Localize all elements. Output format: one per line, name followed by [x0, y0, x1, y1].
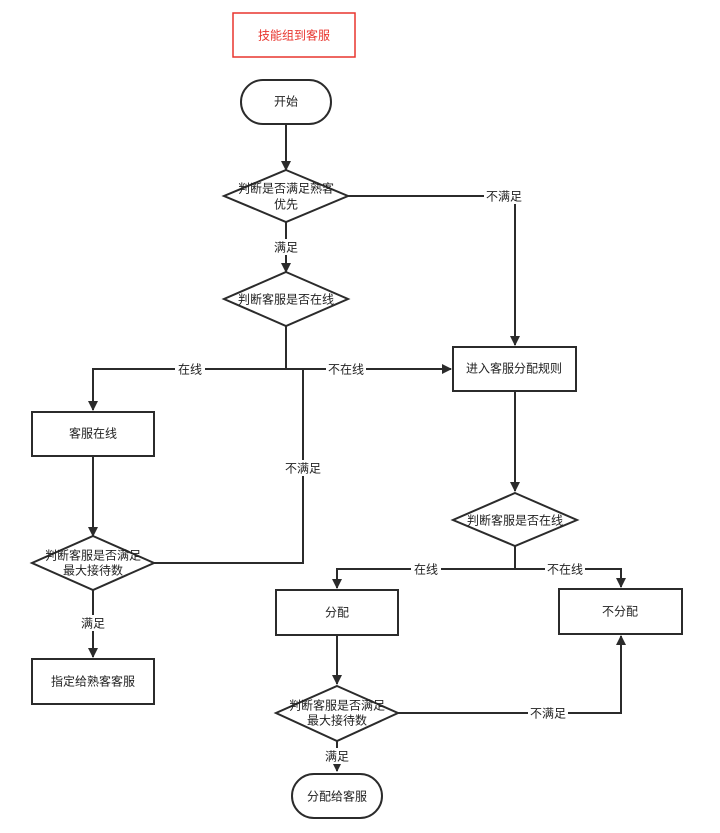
decision-familiar-line1: 判断是否满足熟客 — [238, 181, 334, 196]
decision-max-2: 判断客服是否满足 最大接待数 — [273, 684, 401, 743]
edge-online1-online — [88, 368, 286, 411]
decision-familiar-line2: 优先 — [274, 198, 298, 212]
decision-familiar-priority: 判断是否满足熟客 优先 — [221, 168, 351, 224]
process-assign-familiar: 指定给熟客客服 — [31, 658, 155, 705]
edge-max2-not-satisfied — [398, 635, 626, 714]
decision-online-1-label: 判断客服是否在线 — [238, 292, 334, 307]
edge-labels: 不满足 满足 在线 不在线 不满足 在线 不在线 满足 不满足 满足 — [78, 188, 585, 764]
edge-label-not-satisfied-3: 不满足 — [530, 707, 566, 721]
edge-label-satisfied-3: 满足 — [325, 750, 349, 764]
edge-label-offline-1: 不在线 — [328, 363, 364, 377]
edge-label-satisfied-2: 满足 — [81, 617, 105, 631]
nodes: 开始 判断是否满足熟客 优先 判断客服是否在线 进入客服分配规则 客服在线 判断… — [29, 79, 683, 819]
decision-max-2-line1: 判断客服是否满足 — [289, 698, 385, 713]
start-label: 开始 — [274, 95, 298, 109]
decision-online-2-label: 判断客服是否在线 — [467, 513, 563, 528]
decision-max-2-line2: 最大接待数 — [307, 713, 367, 728]
edge-label-online-1: 在线 — [178, 363, 202, 377]
process-assign-label: 分配 — [325, 606, 349, 620]
diagram-title-text: 技能组到客服 — [258, 28, 330, 43]
edge-label-offline-2: 不在线 — [547, 563, 583, 577]
edge-label-online-2: 在线 — [414, 563, 438, 577]
process-no-assign-label: 不分配 — [602, 605, 638, 619]
edge-familiar-not-satisfied — [348, 195, 520, 346]
decision-online-1: 判断客服是否在线 — [221, 270, 351, 328]
edges — [88, 124, 626, 772]
start-terminal: 开始 — [240, 79, 332, 125]
edge-max1-not-satisfied — [154, 369, 304, 564]
edge-label-satisfied-1: 满足 — [274, 241, 298, 255]
process-enter-rules-label: 进入客服分配规则 — [466, 361, 562, 376]
process-agent-online: 客服在线 — [31, 411, 155, 457]
decision-max-1: 判断客服是否满足 最大接待数 — [29, 534, 157, 592]
decision-max-1-line2: 最大接待数 — [63, 563, 123, 578]
end-terminal: 分配给客服 — [291, 773, 383, 819]
diagram-title: 技能组到客服 — [232, 12, 356, 58]
process-enter-rules: 进入客服分配规则 — [452, 346, 577, 392]
end-terminal-label: 分配给客服 — [307, 789, 367, 804]
edge-label-not-satisfied-1: 不满足 — [486, 190, 522, 204]
edge-label-not-satisfied-2: 不满足 — [285, 462, 321, 476]
process-assign-familiar-label: 指定给熟客客服 — [51, 674, 135, 689]
process-no-assign: 不分配 — [558, 588, 683, 635]
decision-max-1-line1: 判断客服是否满足 — [45, 548, 141, 563]
process-assign: 分配 — [275, 589, 399, 636]
process-agent-online-label: 客服在线 — [69, 426, 117, 441]
decision-online-2: 判断客服是否在线 — [450, 491, 580, 548]
